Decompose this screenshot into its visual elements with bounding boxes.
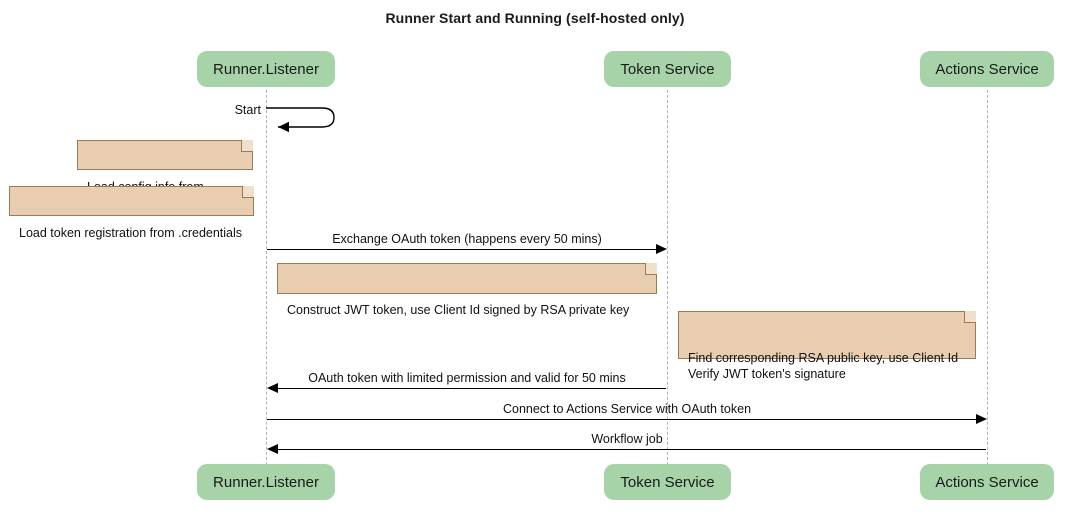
arrowhead-right-icon [976, 414, 987, 424]
message-label-oauth-token-returned: OAuth token with limited permission and … [308, 371, 626, 385]
participant-token-top[interactable]: Token Service [604, 51, 731, 87]
message-workflow-job [267, 444, 986, 454]
message-label-connect-to-actions: Connect to Actions Service with OAuth to… [502, 402, 752, 416]
page-title: Runner Start and Running (self-hosted on… [385, 10, 685, 26]
arrowhead-left-icon [267, 383, 278, 393]
lifeline-runner [266, 90, 267, 465]
message-exchange-oauth-token [267, 244, 667, 254]
self-message-start [266, 104, 346, 132]
participant-label: Token Service [620, 473, 715, 491]
self-message-label-start: Start [234, 103, 261, 117]
participant-label: Token Service [620, 60, 715, 78]
note-verify-signature: Find corresponding RSA public key, use C… [678, 311, 976, 381]
note-fold-icon [964, 311, 976, 323]
note-fold-icon [242, 186, 254, 198]
note-text: Find corresponding RSA public key, use C… [688, 351, 959, 381]
note-text: Load token registration from .credential… [19, 226, 243, 240]
arrowhead-right-icon [656, 244, 667, 254]
arrowhead-left-icon [267, 444, 278, 454]
lifeline-actions [987, 90, 988, 465]
message-connect-to-actions [267, 414, 987, 424]
participant-label: Actions Service [935, 473, 1039, 491]
participant-label: Runner.Listener [213, 473, 319, 491]
note-construct-jwt: Construct JWT token, use Client Id signe… [277, 263, 657, 317]
note-load-config: Load config info from .runner [77, 140, 253, 210]
participant-actions-bottom[interactable]: Actions Service [920, 464, 1054, 500]
participant-label: Actions Service [935, 60, 1039, 78]
lifeline-token [667, 90, 668, 465]
participant-runner-bottom[interactable]: Runner.Listener [197, 464, 335, 500]
participant-runner-top[interactable]: Runner.Listener [197, 51, 335, 87]
message-label-workflow-job: Workflow job [591, 432, 663, 446]
note-load-credentials: Load token registration from .credential… [9, 186, 254, 240]
note-fold-icon [645, 263, 657, 275]
note-text: Construct JWT token, use Client Id signe… [287, 303, 630, 317]
participant-token-bottom[interactable]: Token Service [604, 464, 731, 500]
message-label-exchange-oauth-token: Exchange OAuth token (happens every 50 m… [332, 232, 602, 246]
note-fold-icon [241, 140, 253, 152]
participant-label: Runner.Listener [213, 60, 319, 78]
message-oauth-token-returned [267, 383, 666, 393]
participant-actions-top[interactable]: Actions Service [920, 51, 1054, 87]
